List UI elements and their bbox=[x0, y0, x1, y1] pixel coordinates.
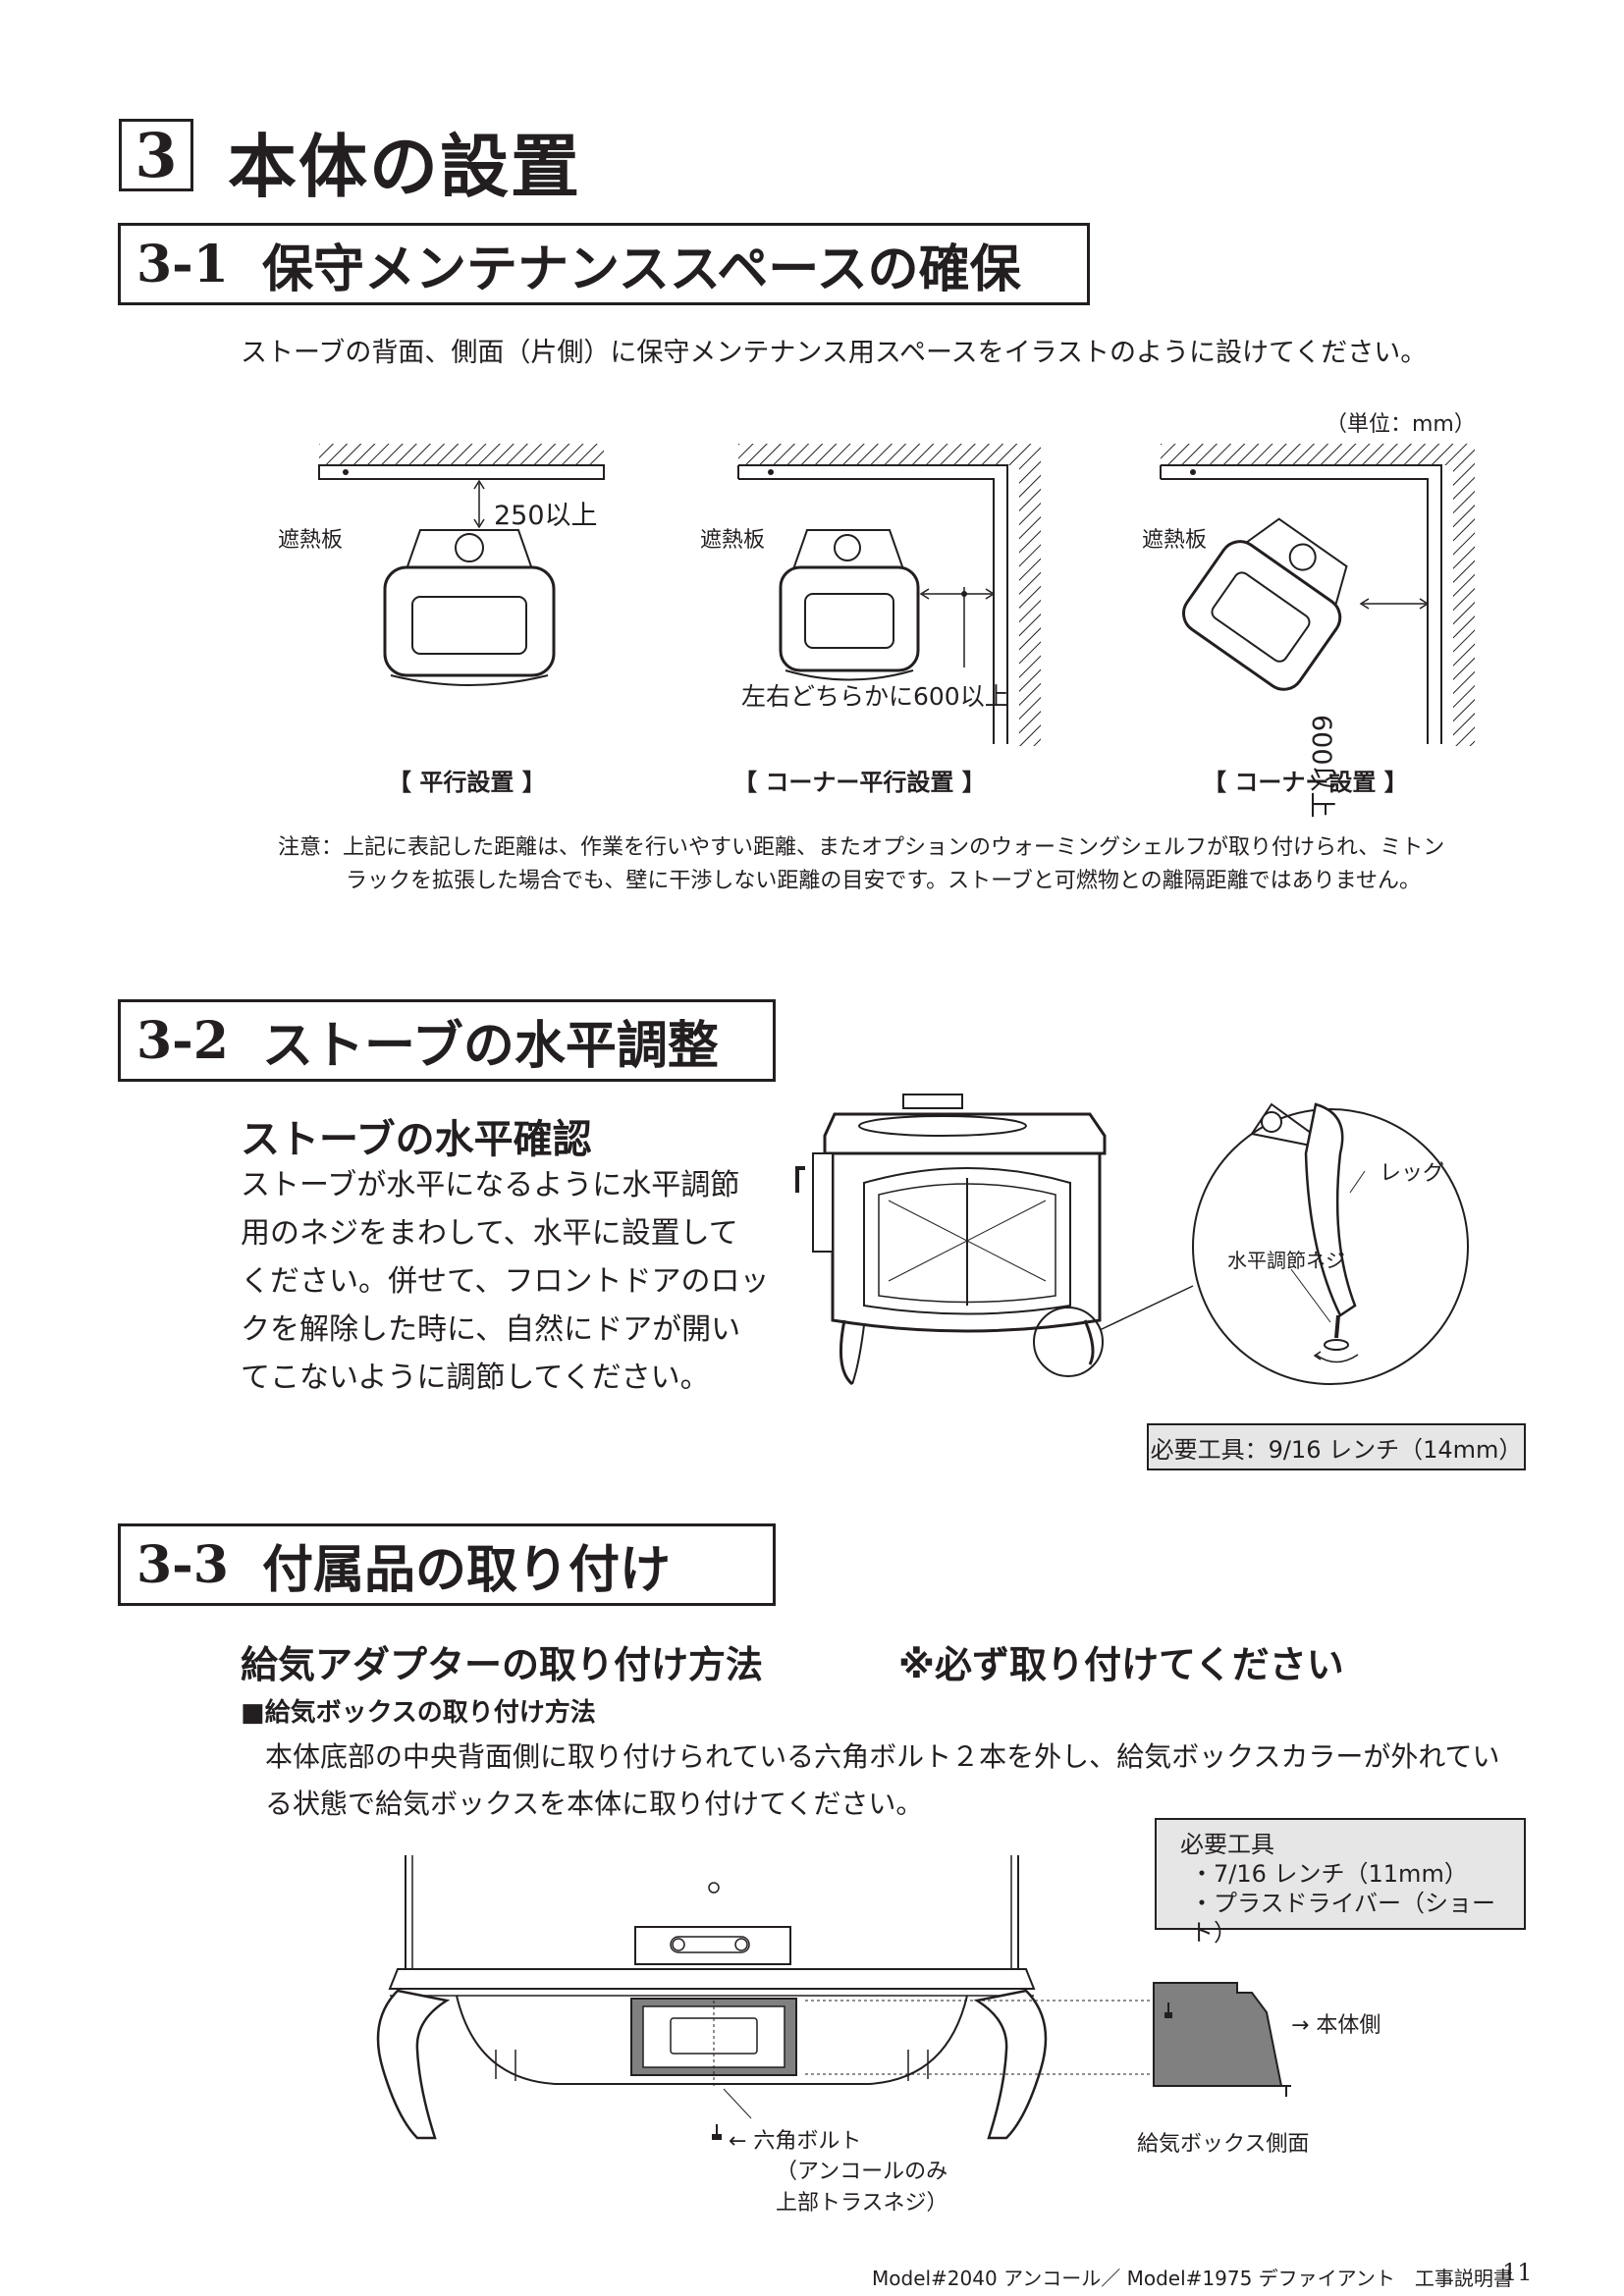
body-line: クを解除した時に、自然にドアが開い bbox=[241, 1312, 741, 1347]
shield-label-1: 遮熱板 bbox=[278, 528, 344, 553]
tool-requirement-box: 必要工具：9/16 レンチ（14mm） bbox=[1147, 1423, 1526, 1470]
note-line-1: 注意：上記に表記した距離は、作業を行いやすい距離、またオプションのウォーミングシ… bbox=[278, 835, 1445, 860]
intro-text: ストーブの背面、側面（片側）に保守メンテナンス用スペースをイラストのように設けて… bbox=[241, 338, 1428, 368]
screw-label: 水平調節ネジ bbox=[1227, 1249, 1345, 1272]
accessory-subtitle: 給気アダプターの取り付け方法 bbox=[241, 1643, 764, 1686]
leg-label: レッグ bbox=[1380, 1161, 1445, 1186]
section-number: 3-2 bbox=[136, 1010, 229, 1071]
required-tools-box: 必要工具 ・7/16 レンチ（11mm） ・プラスドライバー（ショート） bbox=[1155, 1818, 1526, 1947]
caption-corner-parallel: 【 コーナー平行設置 】 bbox=[733, 769, 986, 796]
bolt-label: ← 六角ボルト bbox=[729, 2129, 862, 2154]
dim-label-1: 250以上 bbox=[494, 501, 598, 531]
box-side-label: 給気ボックス側面 bbox=[1137, 2132, 1310, 2157]
body-side-label: → 本体側 bbox=[1291, 2013, 1381, 2038]
unit-label: （単位：mm） bbox=[1326, 412, 1476, 437]
section-heading-3-3: 3-3 付属品の取り付け bbox=[118, 1523, 776, 1606]
stove-bottom-illustration bbox=[376, 1855, 1222, 2140]
body-line: 用のネジをまわして、水平に設置して bbox=[241, 1216, 738, 1251]
body-line: 本体底部の中央背面側に取り付けられている六角ボルト２本を外し、給気ボックスカラー… bbox=[265, 1740, 1500, 1773]
diagram-parallel bbox=[318, 444, 605, 686]
bolt-note-1: （アンコールのみ bbox=[776, 2160, 948, 2184]
chapter-title: 本体の設置 bbox=[228, 126, 581, 207]
body-line: る状態で給気ボックスを本体に取り付けてください。 bbox=[265, 1788, 924, 1820]
section-title: 付属品の取り付け bbox=[261, 1539, 671, 1600]
caption-parallel: 【 平行設置 】 bbox=[388, 769, 546, 796]
dim-label-2: 左右どちらかに600以上 bbox=[741, 682, 1009, 711]
caption-corner: 【 コーナー設置 】 bbox=[1203, 769, 1408, 796]
diagram-corner-parallel bbox=[737, 444, 1041, 746]
bolt-note-2: 上部トラスネジ） bbox=[776, 2191, 948, 2216]
section-heading-3-2: 3-2 ストーブの水平調整 bbox=[118, 999, 776, 1082]
shield-label-3: 遮熱板 bbox=[1142, 528, 1208, 553]
section-heading-3-1: 3-1 保守メンテナンススペースの確保 bbox=[118, 223, 1090, 305]
bolt-icon bbox=[712, 2124, 722, 2140]
note-line-2: ラックを拡張した場合でも、壁に干渉しない距離の目安です。ストーブと可燃物との離隔… bbox=[346, 869, 1421, 893]
body-line: ストーブが水平になるように水平調節 bbox=[241, 1168, 740, 1202]
leg-zoom-detail bbox=[1192, 1102, 1469, 1385]
tool-requirement: 必要工具：9/16 レンチ（14mm） bbox=[1150, 1435, 1523, 1464]
leveling-body: ストーブが水平になるように水平調節 用のネジをまわして、水平に設置して ください… bbox=[241, 1161, 770, 1402]
stove-illustration bbox=[795, 1094, 1194, 1386]
tools-title: 必要工具 bbox=[1180, 1831, 1274, 1858]
leg-shape bbox=[1304, 1102, 1357, 1317]
diagram-corner bbox=[1160, 444, 1475, 746]
section-number: 3-1 bbox=[136, 234, 229, 294]
tool-item: ・プラスドライバー（ショート） bbox=[1190, 1890, 1496, 1947]
wall-hatch bbox=[319, 444, 604, 465]
body-line: ください。併せて、フロントドアのロッ bbox=[241, 1264, 770, 1299]
tool-item: ・7/16 レンチ（11mm） bbox=[1190, 1860, 1468, 1888]
subheading: ■給気ボックスの取り付け方法 bbox=[241, 1698, 596, 1728]
page-number: 11 bbox=[1502, 2259, 1533, 2286]
body-line: てこないように調節してください。 bbox=[241, 1361, 710, 1395]
leveling-subtitle: ストーブの水平確認 bbox=[241, 1117, 592, 1162]
section-title: 保守メンテナンススペースの確保 bbox=[261, 239, 1021, 299]
accessory-body: 本体底部の中央背面側に取り付けられている六角ボルト２本を外し、給気ボックスカラー… bbox=[265, 1734, 1500, 1828]
heat-shield bbox=[318, 464, 605, 480]
chapter-number: 3 bbox=[119, 119, 193, 191]
air-box-side-view bbox=[1153, 1982, 1291, 2097]
warning-text: ※必ず取り付けてください bbox=[898, 1643, 1344, 1686]
shield-label-2: 遮熱板 bbox=[700, 528, 766, 553]
section-title: ストーブの水平調整 bbox=[261, 1015, 719, 1076]
section-number: 3-3 bbox=[136, 1534, 229, 1595]
footer-text: Model#2040 アンコール／ Model#1975 デファイアント 工事説… bbox=[872, 2267, 1513, 2290]
